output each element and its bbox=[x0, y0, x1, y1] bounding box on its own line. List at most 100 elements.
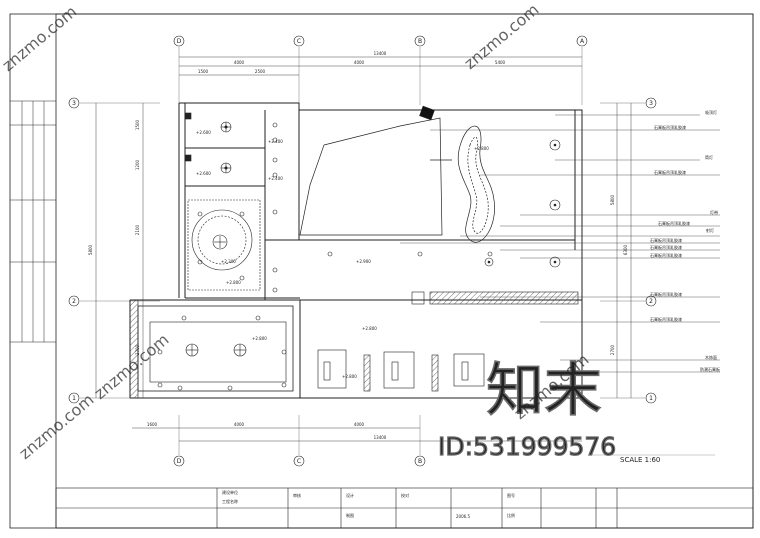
svg-text:1600: 1600 bbox=[147, 422, 158, 427]
svg-text:2: 2 bbox=[72, 298, 76, 305]
svg-text:5400: 5400 bbox=[495, 60, 506, 65]
tb-label: 校对 bbox=[401, 492, 409, 498]
grid-bubble: 3 bbox=[68, 97, 80, 109]
svg-text:1: 1 bbox=[649, 395, 653, 402]
watermark-site-text: znzmo.com bbox=[0, 2, 81, 75]
svg-text:C: C bbox=[297, 38, 301, 45]
grid-bubble: D bbox=[173, 35, 185, 47]
svg-text:1: 1 bbox=[72, 395, 76, 402]
grid-bubble: 3 bbox=[645, 97, 657, 109]
svg-text:+2.600: +2.600 bbox=[196, 130, 211, 135]
svg-text:+2.600: +2.600 bbox=[196, 171, 211, 176]
svg-text:射灯: 射灯 bbox=[706, 227, 714, 233]
grid-bubble: B bbox=[414, 455, 426, 467]
grid-bubble: 2 bbox=[645, 295, 657, 307]
svg-text:D: D bbox=[177, 458, 182, 465]
svg-text:4000: 4000 bbox=[354, 60, 365, 65]
svg-text:1200: 1200 bbox=[135, 159, 140, 170]
svg-text:石膏板吊顶乳胶漆: 石膏板吊顶乳胶漆 bbox=[654, 124, 686, 130]
tb-label: 制图 bbox=[346, 512, 354, 518]
svg-text:1500: 1500 bbox=[135, 119, 140, 130]
svg-text:+2.400: +2.400 bbox=[268, 139, 283, 144]
svg-text:石膏板吊顶乳胶漆: 石膏板吊顶乳胶漆 bbox=[650, 252, 682, 258]
svg-text:石膏板吊顶乳胶漆: 石膏板吊顶乳胶漆 bbox=[650, 237, 682, 243]
watermark-id: ID:531999576 bbox=[438, 432, 616, 461]
svg-text:+2.300: +2.300 bbox=[221, 259, 236, 264]
svg-text:4000: 4000 bbox=[234, 60, 245, 65]
lower-middle-fixtures bbox=[317, 291, 579, 392]
grid-bubble: 1 bbox=[645, 392, 657, 404]
tb-label: 比例 bbox=[507, 512, 515, 518]
svg-text:+2.900: +2.900 bbox=[356, 259, 371, 264]
svg-text:B: B bbox=[418, 458, 422, 465]
svg-text:13400: 13400 bbox=[374, 435, 387, 440]
svg-text:5800: 5800 bbox=[610, 194, 615, 205]
tb-label: 工程名称 bbox=[222, 498, 238, 504]
svg-text:6300: 6300 bbox=[623, 244, 628, 255]
small-room-fixtures bbox=[184, 112, 232, 174]
svg-text:筒灯: 筒灯 bbox=[705, 154, 713, 160]
grid-bubbles-bottom: D C B bbox=[173, 455, 426, 467]
svg-text:石膏板吊顶乳胶漆: 石膏板吊顶乳胶漆 bbox=[650, 244, 682, 250]
svg-text:木饰面: 木饰面 bbox=[705, 354, 717, 360]
tb-label: 设计 bbox=[346, 492, 354, 498]
svg-text:3: 3 bbox=[649, 100, 653, 107]
side-title-strip bbox=[10, 100, 56, 343]
svg-text:灯带: 灯带 bbox=[710, 209, 718, 215]
grid-bubble: A bbox=[576, 35, 588, 47]
grid-bubbles-top: D C B A bbox=[173, 35, 588, 47]
svg-text:4000: 4000 bbox=[234, 422, 245, 427]
tb-date: 2006.5 bbox=[456, 514, 470, 519]
tb-label: 图号 bbox=[507, 492, 515, 498]
svg-text:+2.400: +2.400 bbox=[268, 176, 283, 181]
svg-text:A: A bbox=[580, 38, 585, 45]
svg-text:5800: 5800 bbox=[88, 244, 93, 255]
grid-lines bbox=[80, 47, 645, 455]
svg-text:+2.800: +2.800 bbox=[342, 374, 357, 379]
downlights bbox=[157, 122, 561, 391]
tb-label: 建设单位 bbox=[222, 489, 238, 495]
scale-label: SCALE 1:60 bbox=[620, 456, 660, 464]
sheet-inner-border bbox=[55, 13, 754, 529]
round-ceiling bbox=[187, 199, 261, 291]
svg-text:3: 3 bbox=[72, 100, 76, 107]
title-block-text: 建设单位 工程名称 审核 设计 制图 校对 图号 比例 2006.5 bbox=[222, 489, 515, 519]
floor-plan-walls bbox=[129, 102, 583, 399]
grid-bubble: B bbox=[414, 35, 426, 47]
sheet-outer-border bbox=[9, 13, 754, 529]
tb-label: 审核 bbox=[293, 492, 301, 498]
living-ceiling bbox=[299, 105, 495, 243]
svg-text:石膏板吊顶乳胶漆: 石膏板吊顶乳胶漆 bbox=[650, 291, 682, 297]
svg-text:2100: 2100 bbox=[135, 224, 140, 235]
svg-text:+2.800: +2.800 bbox=[252, 336, 267, 341]
grid-bubble: 1 bbox=[68, 392, 80, 404]
svg-text:2700: 2700 bbox=[610, 344, 615, 355]
svg-text:石膏板吊顶乳胶漆: 石膏板吊顶乳胶漆 bbox=[650, 316, 682, 322]
svg-text:石膏板吊顶乳胶漆: 石膏板吊顶乳胶漆 bbox=[654, 169, 686, 175]
grid-bubbles-left: 3 2 1 bbox=[68, 97, 80, 404]
svg-text:D: D bbox=[177, 38, 182, 45]
dimension-text: 13400 4000 4000 5400 1500 2500 1600 4000… bbox=[88, 51, 628, 440]
svg-text:石膏板吊顶乳胶漆: 石膏板吊顶乳胶漆 bbox=[658, 220, 690, 226]
dimension-lines bbox=[95, 56, 632, 442]
svg-text:1500: 1500 bbox=[198, 69, 209, 74]
svg-text:+2.800: +2.800 bbox=[474, 146, 489, 151]
svg-text:4000: 4000 bbox=[354, 422, 365, 427]
watermark-site-text: znzmo.com bbox=[15, 390, 97, 463]
svg-text:+2.800: +2.800 bbox=[362, 326, 377, 331]
svg-text:13400: 13400 bbox=[374, 51, 387, 56]
level-markers: +2.600 +2.600 +2.400 +2.400 +2.300 +2.80… bbox=[196, 130, 489, 379]
grid-bubble: C bbox=[293, 35, 305, 47]
watermark-logo: 知末 bbox=[486, 356, 602, 424]
grid-bubble: 2 bbox=[68, 295, 80, 307]
svg-text:2500: 2500 bbox=[255, 69, 266, 74]
svg-text:+2.800: +2.800 bbox=[226, 280, 241, 285]
leader-lines bbox=[400, 114, 720, 373]
grid-bubble: C bbox=[293, 455, 305, 467]
annotation-labels: 吸顶灯 石膏板吊顶乳胶漆 筒灯 石膏板吊顶乳胶漆 灯带 石膏板吊顶乳胶漆 射灯 … bbox=[650, 109, 720, 372]
svg-text:2: 2 bbox=[649, 298, 653, 305]
svg-text:防潮石膏板: 防潮石膏板 bbox=[700, 366, 720, 372]
title-block bbox=[55, 487, 754, 529]
watermark: 知末 ID:531999576 znzmo.com znzmo.com znzm… bbox=[0, 0, 617, 463]
